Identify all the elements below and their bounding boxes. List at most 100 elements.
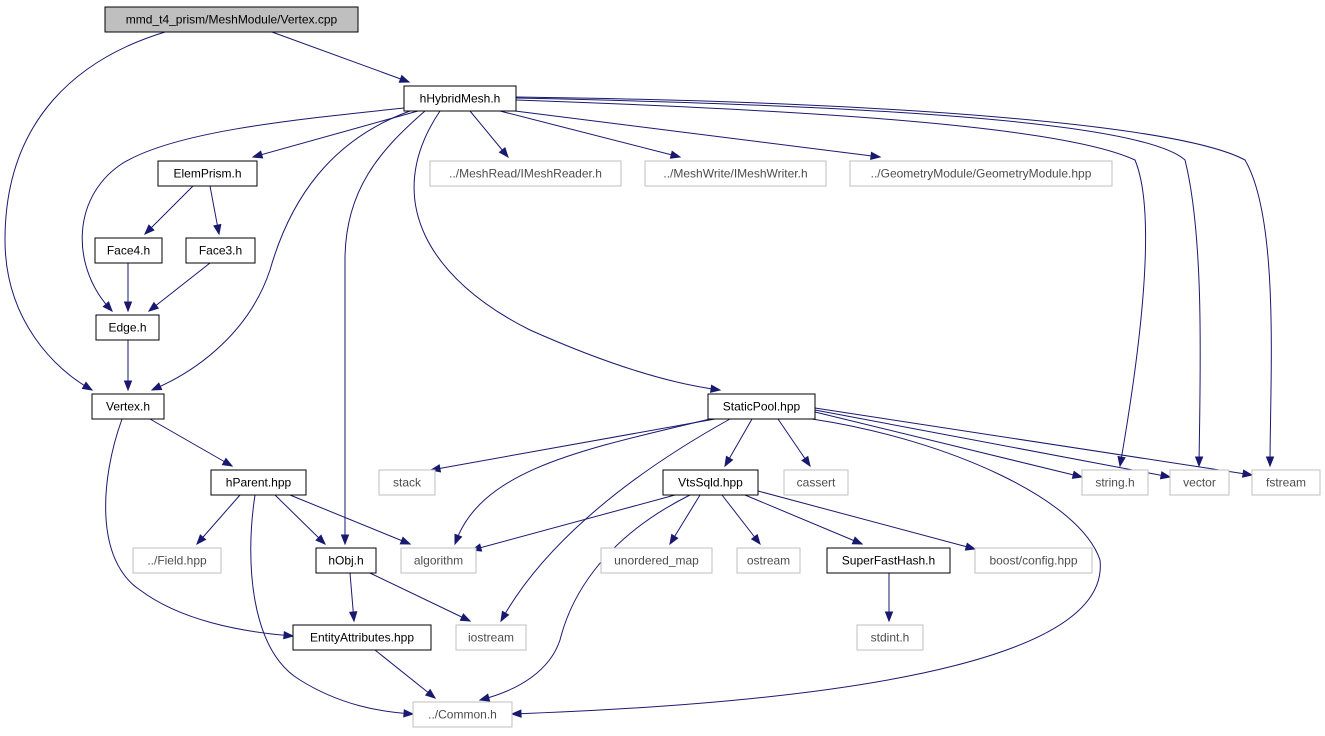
edge-VtsSqld-to-ostream	[721, 494, 761, 546]
arrowhead	[478, 693, 491, 702]
node-StaticPool[interactable]: StaticPool.hpp	[707, 393, 816, 420]
node-vector: vector	[1169, 469, 1230, 496]
arrowhead	[801, 455, 811, 468]
nodes-layer: mmd_t4_prism/MeshModule/Vertex.cpp hHybri…	[91, 6, 1321, 728]
node-label: StaticPool.hpp	[723, 400, 801, 414]
edges-layer	[4, 31, 1275, 718]
arrowhead	[750, 533, 761, 546]
arrowhead	[123, 301, 133, 313]
node-box	[707, 393, 816, 420]
edge-StaticPool-to-algorithm	[454, 418, 711, 546]
node-box	[1251, 469, 1321, 496]
arrowhead	[884, 611, 894, 623]
node-label: Edge.h	[108, 321, 146, 335]
edge-hHybridMesh-to-hObj	[340, 110, 426, 546]
edge-line	[814, 407, 1253, 476]
node-string: string.h	[1081, 469, 1149, 496]
arrowhead	[710, 384, 722, 393]
node-label: ../Common.h	[428, 708, 497, 722]
node-label: EntityAttributes.hpp	[310, 631, 414, 645]
edge-line	[4, 31, 166, 391]
node-Edge[interactable]: Edge.h	[95, 314, 160, 341]
edge-line	[511, 418, 1101, 715]
edge-line	[454, 418, 711, 545]
node-box	[292, 624, 432, 651]
node-EntityAttributes[interactable]: EntityAttributes.hpp	[292, 624, 432, 651]
edge-StaticPool-to-fstream	[814, 407, 1254, 478]
node-IMeshReader: ../MeshRead/IMeshReader.h	[429, 160, 622, 187]
edge-StaticPool-to-iostream	[500, 418, 731, 623]
node-stack: stack	[378, 469, 436, 496]
arrowhead	[454, 533, 463, 546]
arrowhead	[1194, 456, 1204, 468]
arrowhead	[221, 457, 234, 467]
arrowhead	[213, 223, 222, 236]
node-VtsSqld[interactable]: VtsSqld.hpp	[662, 469, 759, 496]
edge-hParent-to-algorithm	[289, 494, 412, 545]
arrowhead	[123, 380, 133, 392]
node-box	[600, 547, 713, 574]
edge-hHybridMesh-to-Vertex	[150, 110, 411, 391]
edge-line	[744, 494, 863, 545]
arrowhead	[348, 611, 358, 623]
arrowhead	[196, 534, 207, 546]
node-Face4[interactable]: Face4.h	[94, 237, 163, 264]
arrowhead	[669, 150, 682, 159]
edge-hHybridMesh-to-IMeshWriter	[499, 110, 682, 159]
node-box	[429, 160, 622, 187]
node-box	[849, 160, 1113, 187]
arrowhead	[81, 381, 94, 391]
node-box	[974, 547, 1093, 574]
edge-line	[757, 490, 976, 550]
node-hParent[interactable]: hParent.hpp	[210, 469, 307, 496]
edge-hHybridMesh-to-string	[515, 99, 1147, 468]
arrowhead	[870, 151, 882, 161]
arrowhead	[398, 74, 411, 83]
edge-VtsSqld-to-SuperFastHash	[744, 494, 864, 545]
node-box	[132, 547, 222, 574]
edge-VtsSqld-to-boostconfig	[757, 490, 977, 551]
node-Vertex[interactable]: Vertex.h	[91, 393, 165, 420]
node-label: SuperFastHash.h	[842, 554, 935, 568]
edge-Face4-to-Edge	[123, 263, 133, 313]
arrowhead	[102, 301, 113, 313]
edge-line	[105, 418, 294, 637]
node-unordered_map: unordered_map	[600, 547, 713, 574]
edge-line	[274, 494, 326, 545]
node-label: ostream	[747, 554, 790, 568]
arrowhead	[399, 536, 412, 545]
edge-line	[515, 99, 1147, 467]
arrowhead	[851, 536, 864, 545]
edge-hHybridMesh-to-vector	[515, 97, 1204, 468]
edge-line	[250, 494, 414, 715]
arrowhead	[147, 301, 160, 312]
arrowhead	[498, 146, 509, 159]
node-box	[736, 547, 801, 574]
node-box	[210, 469, 307, 496]
edge-EntityAttributes-to-Common	[374, 649, 437, 699]
edge-line	[721, 494, 761, 545]
arrowhead	[510, 709, 522, 718]
edge-line	[515, 97, 1201, 467]
node-box	[403, 85, 517, 112]
node-hObj[interactable]: hObj.h	[315, 547, 377, 574]
node-label: Face3.h	[199, 244, 242, 258]
edge-StaticPool-to-cassert	[777, 418, 811, 468]
node-label: Face4.h	[107, 244, 150, 258]
node-Face3[interactable]: Face3.h	[185, 237, 256, 264]
node-hHybridMesh[interactable]: hHybridMesh.h	[403, 85, 517, 112]
edge-StaticPool-to-Common	[510, 418, 1101, 718]
node-SuperFastHash[interactable]: SuperFastHash.h	[826, 547, 951, 574]
node-vertex_cpp[interactable]: mmd_t4_prism/MeshModule/Vertex.cpp	[104, 6, 359, 33]
edge-hParent-to-hObj	[274, 494, 326, 545]
edge-hParent-to-Common	[250, 494, 415, 718]
node-ElemPrism[interactable]: ElemPrism.h	[157, 160, 258, 187]
node-Common: ../Common.h	[412, 701, 513, 728]
edge-line	[814, 411, 1083, 478]
node-box	[644, 160, 827, 187]
node-label: ../MeshRead/IMeshReader.h	[449, 167, 602, 181]
edge-line	[814, 409, 1171, 478]
node-label: stdint.h	[871, 631, 910, 645]
node-label: cassert	[797, 476, 836, 490]
edge-StaticPool-to-vector	[814, 409, 1172, 480]
